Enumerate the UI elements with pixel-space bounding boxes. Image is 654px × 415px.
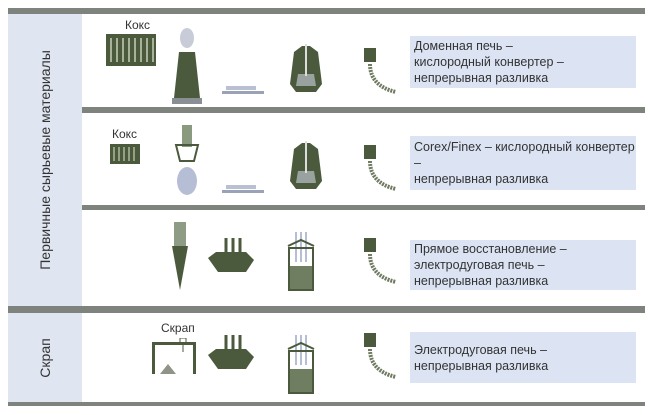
continuous-caster-icon [364, 238, 397, 284]
route-description-text: Прямое восстановление – электродуговая п… [414, 242, 567, 288]
scrap-text: Скрап [37, 337, 53, 378]
scrap-crane-icon [152, 338, 196, 374]
route-description: Электродуговая печь – непрерывная разлив… [410, 332, 636, 383]
oxygen-converter-icon [290, 44, 322, 92]
route-row-direct-reduction: Прямое восстановление – электродуговая п… [82, 210, 645, 306]
continuous-caster-icon [364, 333, 397, 379]
route-description: Corex/Finex – кислородный конвертер – не… [410, 136, 636, 190]
sinter-plant-icon [222, 185, 264, 193]
route-description: Прямое восстановление – электродуговая п… [410, 240, 636, 290]
route-description: Доменная печь – кислородный конвертер – … [410, 36, 636, 88]
divider [8, 8, 645, 14]
route-row-corex-finex: Кокс Corex/Finex – кислородный конвертер… [82, 113, 645, 205]
scrap-label: Скрап [8, 313, 82, 402]
electric-arc-furnace-icon [208, 238, 254, 272]
coke-label: Кокс [125, 18, 151, 32]
continuous-caster-icon [364, 48, 397, 94]
route-description-text: Электродуговая печь – непрерывная разлив… [414, 342, 549, 373]
electric-arc-furnace-icon [208, 335, 254, 369]
scrap-input-label: Скрап [161, 321, 195, 335]
coke-oven-icon [106, 34, 156, 66]
electric-furnace-icon [287, 335, 315, 394]
route-row-blast-furnace: Кокс Доменная печь – кислородный конверт… [82, 14, 645, 107]
electric-furnace-icon [287, 232, 315, 291]
divider [8, 306, 645, 313]
direct-reduction-shaft-icon [172, 222, 188, 290]
sinter-plant-icon [222, 86, 264, 94]
primary-materials-text: Первичные сырьевые материалы [37, 50, 53, 270]
divider [8, 205, 645, 210]
coke-oven-icon [110, 144, 140, 164]
primary-materials-label: Первичные сырьевые материалы [8, 14, 82, 306]
blast-furnace-icon [172, 28, 202, 104]
corex-reactor-icon [174, 125, 200, 195]
route-row-scrap-eaf: Скрап Электродуговая печь – непрерывная … [82, 313, 645, 402]
route-description-text: Corex/Finex – кислородный конвертер – не… [414, 140, 635, 186]
divider [8, 402, 645, 406]
continuous-caster-icon [364, 145, 397, 191]
coke-label: Кокс [112, 127, 138, 141]
divider [8, 107, 645, 113]
oxygen-converter-icon [290, 141, 322, 189]
route-description-text: Доменная печь – кислородный конвертер – … [414, 39, 564, 85]
